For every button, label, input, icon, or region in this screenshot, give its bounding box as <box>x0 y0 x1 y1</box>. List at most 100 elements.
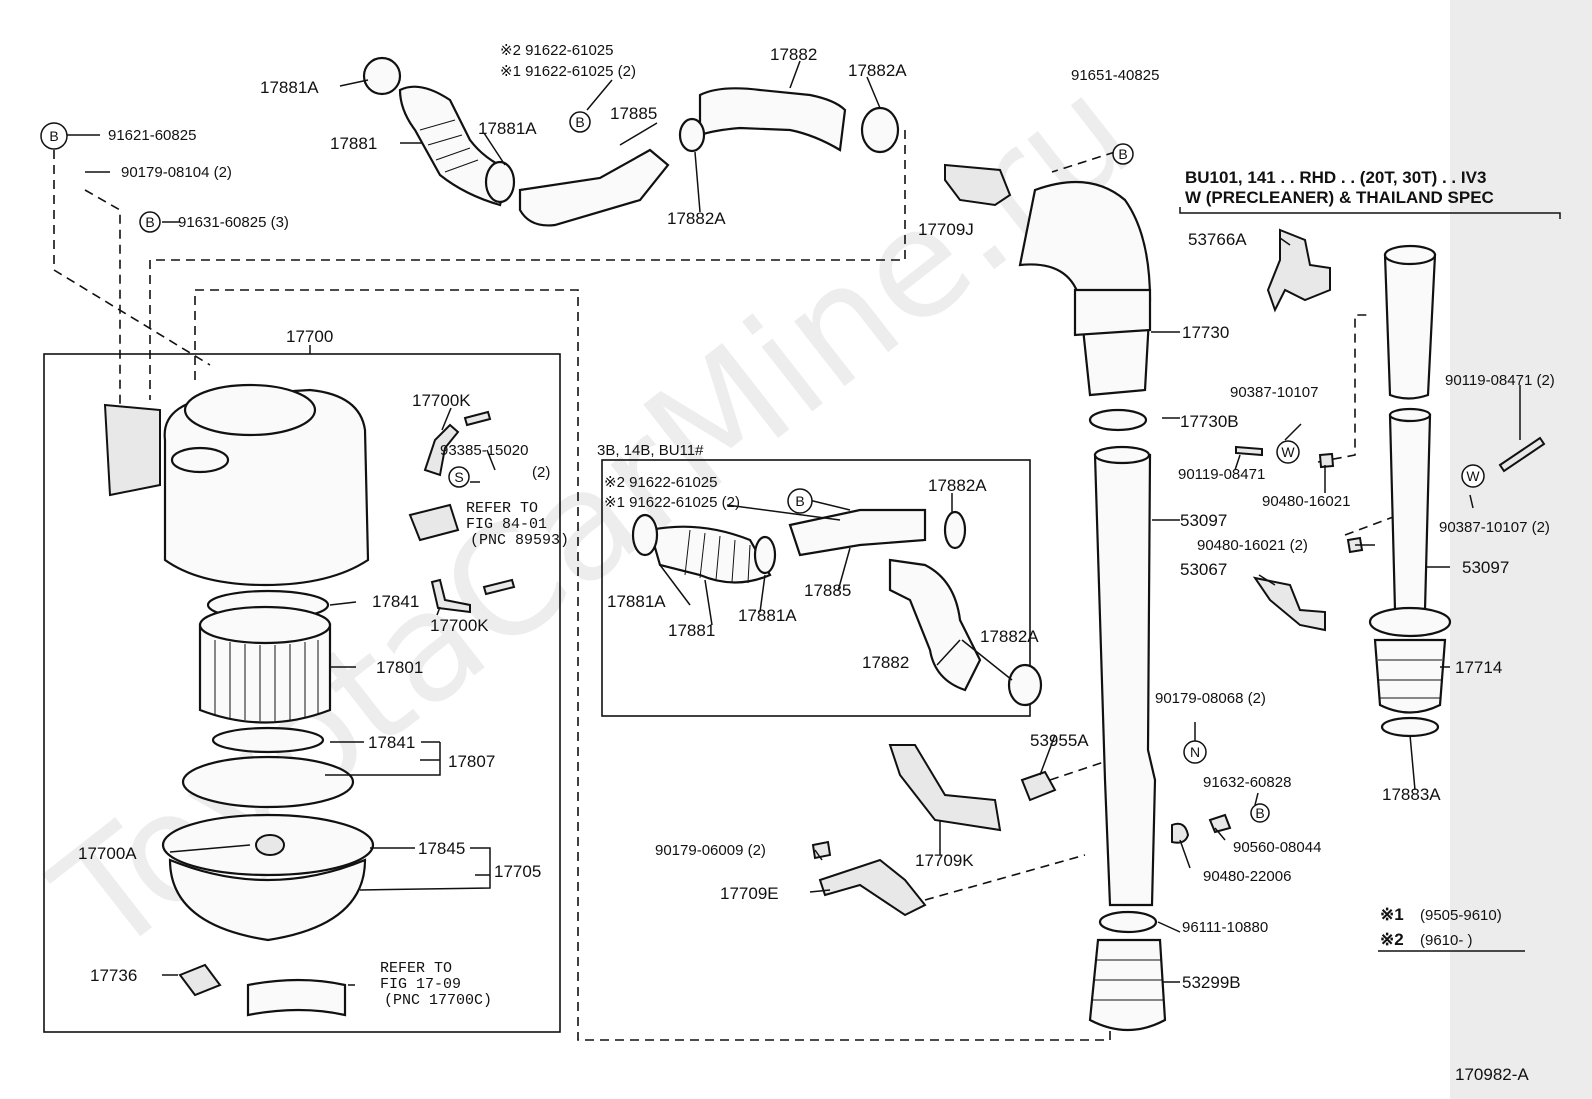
label-inset-17882A-top: 17882A <box>928 476 987 495</box>
legend-text-1: (9505-9610) <box>1420 907 1502 924</box>
symbol-B-91631: B <box>139 211 161 233</box>
clamp-17882A-left <box>678 117 706 153</box>
inset-box <box>601 459 1031 717</box>
label-53067: 53067 <box>1180 560 1227 579</box>
label-53299B: 53299B <box>1182 973 1241 992</box>
label-refer-17-line2: FIG 17-09 <box>380 976 461 993</box>
label-17881A-top: 17881A <box>260 78 319 97</box>
legend-text-2: (9610- ) <box>1420 932 1473 949</box>
label-93385-qty: (2) <box>532 464 550 481</box>
svg-text:S: S <box>454 469 463 485</box>
elbow-17730 <box>1018 180 1152 397</box>
label-refer-84-line3: (PNC 89593) <box>470 532 569 549</box>
legend-symbol-1: ※1 <box>1380 905 1404 924</box>
bracket-17709E <box>818 858 927 917</box>
symbol-B-top: B <box>569 111 591 133</box>
case-17705 <box>168 858 367 942</box>
dashed-route-left <box>53 150 211 366</box>
label-17700: 17700 <box>286 327 333 346</box>
refer-fig-17-09-shape <box>246 978 347 1017</box>
vacuum-switch <box>408 503 460 542</box>
inset-hose-17881 <box>648 525 772 584</box>
label-91631-60825: 91631-60825 (3) <box>178 214 289 231</box>
cap-inlet <box>170 446 230 474</box>
bracket-53766A <box>1266 228 1331 313</box>
label-17709J: 17709J <box>918 220 974 239</box>
symbol-N: N <box>1183 740 1207 764</box>
dashed-route-17709E <box>924 854 1086 901</box>
pipe-53097-right <box>1388 413 1432 612</box>
label-90119-08471: 90119-08471 <box>1178 466 1265 483</box>
label-90179-06009: 90179-06009 (2) <box>655 842 766 859</box>
svg-text:B: B <box>795 493 804 509</box>
label-inset-17885: 17885 <box>804 581 851 600</box>
cap-outlet <box>183 383 317 437</box>
leader-lines <box>66 60 1521 986</box>
label-17709E: 17709E <box>720 884 779 903</box>
label-90387-10107-2: 90387-10107 (2) <box>1439 519 1550 536</box>
label-17841-upper: 17841 <box>372 592 419 611</box>
flange <box>1368 606 1452 638</box>
label-refer-84-line2: FIG 84-01 <box>466 516 547 533</box>
label-53097-right: 53097 <box>1462 558 1509 577</box>
label-17714: 17714 <box>1455 658 1502 677</box>
hose-clamp-17881A-top <box>362 56 402 96</box>
inset-clamp-17882A-top <box>943 510 967 550</box>
label-93385-15020: 93385-15020 <box>440 442 528 459</box>
duct-17885 <box>518 148 670 227</box>
label-17736: 17736 <box>90 966 137 985</box>
label-refer-17-line3: (PNC 17700C) <box>384 992 492 1009</box>
label-90387-10107: 90387-10107 <box>1230 384 1318 401</box>
inner-element-17807 <box>181 755 355 809</box>
symbol-W-left: W <box>1276 440 1300 464</box>
cap-bracket <box>103 403 161 497</box>
svg-text:B: B <box>145 214 154 230</box>
label-17845: 17845 <box>418 839 465 858</box>
dashed-route-b2 <box>84 189 121 410</box>
right-margin-panel <box>1450 0 1592 1099</box>
symbol-B-91651: B <box>1112 143 1134 165</box>
label-inset-note1: ※1 91622-61025 (2) <box>604 494 740 511</box>
clamp-17883A <box>1380 716 1440 738</box>
label-53766A: 53766A <box>1188 230 1247 249</box>
label-17885: 17885 <box>610 104 657 123</box>
clamp-96111 <box>1098 910 1158 934</box>
assembly-box-17700 <box>43 353 561 1033</box>
label-17705: 17705 <box>494 862 541 881</box>
svg-text:B: B <box>575 114 584 130</box>
label-53955A: 53955A <box>1030 731 1089 750</box>
bracket-17709K <box>888 744 1002 832</box>
label-90179-08104: 90179-08104 (2) <box>121 164 232 181</box>
figure-id: 170982-A <box>1455 1065 1529 1084</box>
label-17882: 17882 <box>770 45 817 64</box>
label-90480-22006: 90480-22006 <box>1203 868 1291 885</box>
symbol-S: S <box>448 466 470 488</box>
hose-short-2 <box>482 578 516 596</box>
inset-clamp-17881A-right <box>753 535 777 575</box>
pipe-53097 <box>1093 453 1157 907</box>
inset-clamp-17882A-bottom <box>1007 663 1043 707</box>
dashed-route-right-lower <box>1344 509 1413 536</box>
label-91632-60828: 91632-60828 <box>1203 774 1291 791</box>
filter-element-top <box>198 605 332 645</box>
pipe-53097-right-top <box>1388 407 1432 423</box>
label-96111-10880: 96111-10880 <box>1182 919 1268 936</box>
svg-text:W: W <box>1281 444 1295 460</box>
hose-17881 <box>398 85 512 207</box>
label-refer-17-line1: REFER TO <box>380 960 452 977</box>
wing-nut-17700A <box>255 834 285 856</box>
inset-hose-17882 <box>888 558 982 692</box>
dashed-route-box <box>194 289 1111 1041</box>
symbol-W-right: W <box>1461 464 1485 488</box>
spec-underline <box>1179 207 1561 219</box>
label-91651-40825: 91651-40825 <box>1071 67 1159 84</box>
label-17730B: 17730B <box>1180 412 1239 431</box>
dashed-route-right-upper <box>1317 314 1372 463</box>
bracket-17709J <box>944 163 1012 207</box>
label-17700A: 17700A <box>78 844 137 863</box>
label-91621-60825: 91621-60825 <box>108 127 196 144</box>
inset-duct-17885 <box>788 508 927 557</box>
label-90480-16021-2: 90480-16021 (2) <box>1197 537 1308 554</box>
dashed-route-91651 <box>1051 151 1116 173</box>
